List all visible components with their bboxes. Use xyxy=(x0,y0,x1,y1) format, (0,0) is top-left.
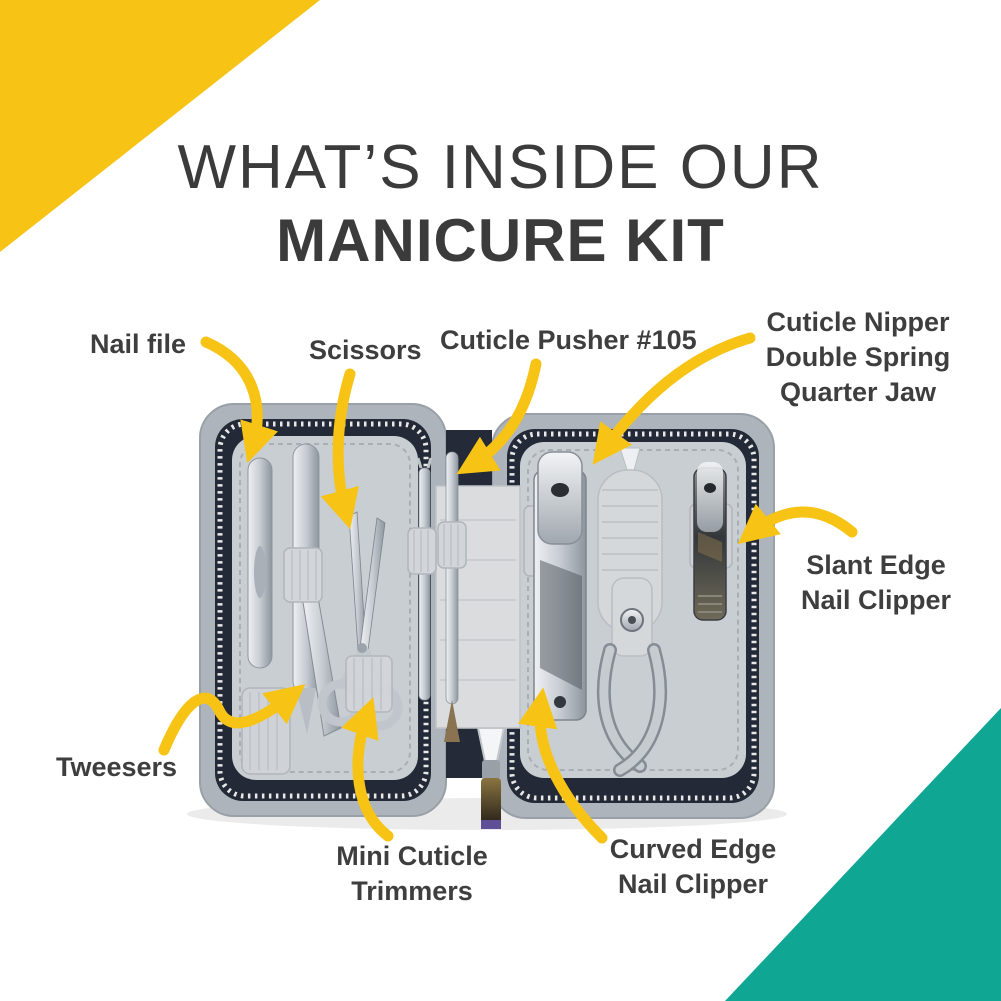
mini-cuticle-arrow-icon xyxy=(341,697,394,842)
label-mini-cuticle-trimmers: Mini Cuticle Trimmers xyxy=(312,839,512,909)
cuticle-nipper-tool xyxy=(597,447,667,777)
zipper-pull xyxy=(476,727,506,829)
label-curved-edge-line1: Curved Edge xyxy=(609,834,777,864)
label-slant-edge-nail-clipper: Slant Edge Nail Clipper xyxy=(776,548,976,618)
cuticle-nipper-arrow-icon xyxy=(592,332,756,465)
page-title-line2: MANICURE KIT xyxy=(276,207,725,274)
label-scissors: Scissors xyxy=(309,335,422,365)
annotation-arrows xyxy=(158,332,858,844)
cuticle-pusher-arrow-icon xyxy=(456,358,542,475)
label-cuticle-nipper: Cuticle Nipper Double Spring Quarter Jaw xyxy=(738,305,978,410)
label-slant-edge-line2: Nail Clipper xyxy=(800,585,952,615)
slant-edge-arrow-icon xyxy=(737,503,858,545)
page-title-line1: WHAT’S INSIDE OUR xyxy=(177,133,824,202)
tweesers-arrow-icon xyxy=(158,684,306,756)
slant-edge-nail-clipper-tool xyxy=(693,462,727,621)
curved-edge-nail-clipper-tool xyxy=(533,451,587,721)
label-cuticle-nipper-line1: Cuticle Nipper xyxy=(766,307,950,337)
label-mini-cuticle-line1: Mini Cuticle xyxy=(336,841,488,871)
nail-file-tool xyxy=(247,457,273,669)
label-cuticle-pusher: Cuticle Pusher #105 xyxy=(440,325,697,355)
label-curved-edge-line2: Nail Clipper xyxy=(617,869,769,899)
curved-edge-arrow-icon xyxy=(518,687,608,844)
label-slant-edge-line1: Slant Edge xyxy=(806,550,946,580)
case-left-panel xyxy=(199,403,447,817)
nail-file-arrow-icon xyxy=(200,336,279,464)
manicure-case-photo xyxy=(187,403,787,830)
label-cuticle-nipper-line2: Double Spring xyxy=(765,342,951,372)
mini-cuticle-trimmer-tool xyxy=(416,457,433,701)
label-nail-file: Nail file xyxy=(90,329,187,359)
label-tweesers: Tweesers xyxy=(56,752,178,782)
cuticle-pusher-tool xyxy=(444,451,460,742)
scissors-arrow-icon xyxy=(320,368,359,530)
label-cuticle-nipper-line3: Quarter Jaw xyxy=(779,377,937,407)
label-curved-edge-nail-clipper: Curved Edge Nail Clipper xyxy=(593,832,793,902)
label-mini-cuticle-line2: Trimmers xyxy=(351,876,473,906)
